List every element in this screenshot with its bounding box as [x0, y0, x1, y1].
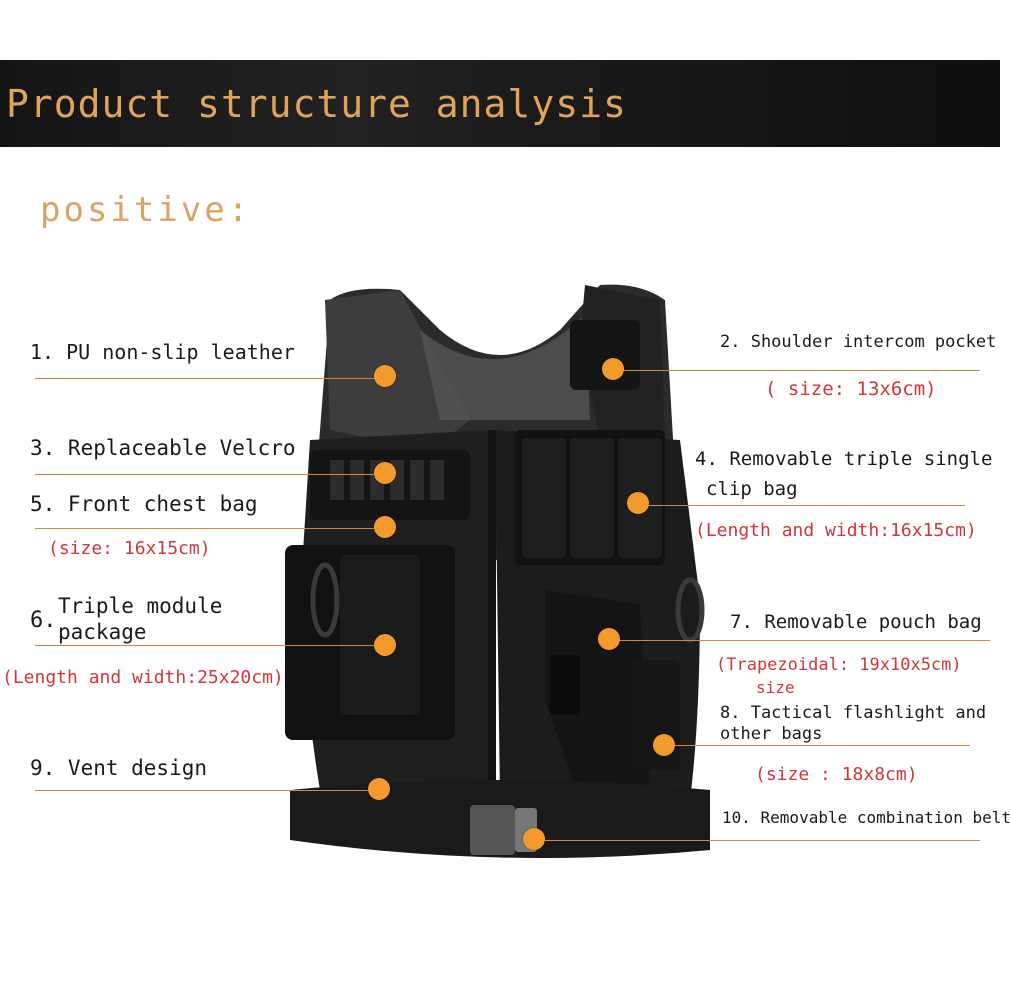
callout-line-10: [535, 840, 980, 841]
callout-label-2: 2. Shoulder intercom pocket: [720, 332, 997, 352]
callout-label-3: 3. Replaceable Velcro: [30, 436, 296, 460]
callout-size-8: (size : 18x8cm): [755, 764, 918, 785]
callout-marker-9: [368, 778, 390, 800]
callout-label-9: 9. Vent design: [30, 756, 208, 780]
callout-line-1: [35, 378, 385, 379]
callout-size-7b: size: [756, 678, 795, 697]
callout-marker-7: [598, 628, 620, 650]
callout-size-4: (Length and width:16x15cm): [695, 520, 977, 541]
callout-label-4a: 4. Removable triple single: [695, 448, 993, 470]
callout-label-6a: Triple module: [58, 594, 223, 618]
callout-marker-3: [374, 462, 396, 484]
callout-line-2: [615, 370, 980, 371]
callout-line-9: [35, 790, 385, 791]
callout-label-5: 5. Front chest bag: [30, 492, 258, 516]
callout-marker-8: [653, 734, 675, 756]
callout-marker-2: [602, 358, 624, 380]
callout-label-1: 1. PU non-slip leather: [30, 340, 295, 364]
callout-size-5: (size: 16x15cm): [48, 538, 211, 559]
callout-line-3: [35, 474, 385, 475]
callout-line-4: [640, 505, 965, 506]
callout-size-7: (Trapezoidal: 19x10x5cm): [716, 655, 962, 675]
callout-line-7: [610, 640, 990, 641]
callout-label-8a: 8. Tactical flashlight and: [720, 703, 987, 723]
callout-marker-1: [374, 365, 396, 387]
callout-label-7: 7. Removable pouch bag: [730, 611, 982, 633]
callout-line-6: [35, 645, 385, 646]
section-label: positive:: [40, 190, 252, 230]
header-banner: [0, 60, 1000, 147]
callout-marker-6: [374, 634, 396, 656]
callout-label-8b: other bags: [720, 724, 823, 744]
callout-label-6b: package: [58, 620, 147, 644]
callout-line-5: [35, 528, 385, 529]
callout-number-6: 6.: [30, 608, 57, 633]
page-title: Product structure analysis: [6, 82, 627, 126]
callout-marker-10: [523, 828, 545, 850]
callout-line-8: [665, 745, 970, 746]
callout-label-10: 10. Removable combination belt: [722, 808, 1011, 827]
callout-size-6: (Length and width:25x20cm): [2, 667, 284, 688]
callout-label-4b: clip bag: [706, 478, 798, 500]
callout-size-2: ( size: 13x6cm): [765, 378, 937, 400]
callout-marker-4: [627, 492, 649, 514]
callout-marker-5: [374, 516, 396, 538]
